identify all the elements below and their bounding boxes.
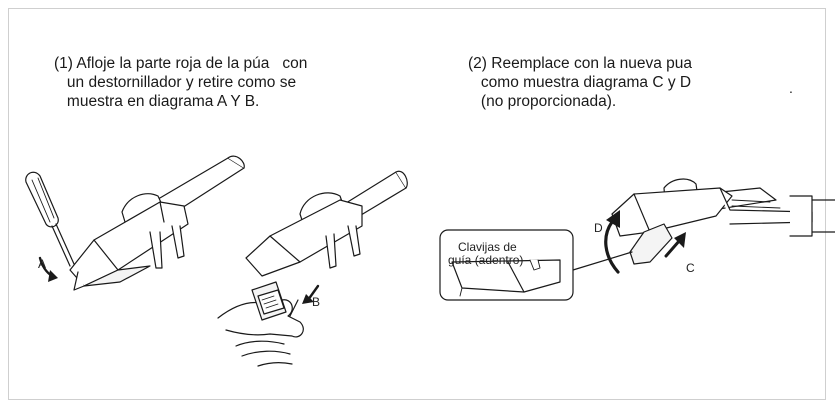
diagram-b-arrow	[302, 284, 320, 304]
inset-label-line2: guía (adentro)	[448, 253, 523, 267]
step2-line1: (2) Reemplace con la nueva pua	[468, 55, 693, 72]
label-a: A	[38, 257, 46, 271]
screwdriver-icon	[25, 171, 75, 267]
step1-line3: muestra en diagrama A Y B.	[54, 93, 260, 110]
diagram-cd-cartridge	[611, 178, 835, 265]
diagram-a-arrow	[38, 256, 58, 282]
step2-instructions: (2) Reemplace con la nueva pua como mues…	[468, 54, 692, 111]
inset-leader-line	[572, 251, 633, 271]
diagram-c-arrow	[664, 232, 686, 258]
label-c: C	[686, 261, 695, 275]
step1-line1: (1) Afloje la parte roja de la púa con	[54, 55, 308, 72]
step2-line3: (no proporcionada).	[468, 93, 617, 110]
step1-line2: un destornillador y retire como se	[54, 74, 297, 91]
illustration-frame	[8, 8, 826, 400]
stray-dot: .	[789, 80, 793, 96]
step2-line2: como muestra diagrama C y D	[468, 74, 692, 91]
diagram-b-cartridge	[245, 170, 408, 277]
step1-instructions: (1) Afloje la parte roja de la púa con u…	[54, 54, 307, 111]
diagram-d-arrow	[604, 210, 620, 274]
hand-icon	[217, 281, 304, 367]
label-d: D	[594, 221, 603, 235]
inset-stylus-drawing	[451, 259, 561, 297]
label-b: B	[312, 295, 320, 309]
inset-label-line1: Clavijas de	[458, 240, 517, 254]
diagram-a-cartridge	[69, 155, 245, 291]
